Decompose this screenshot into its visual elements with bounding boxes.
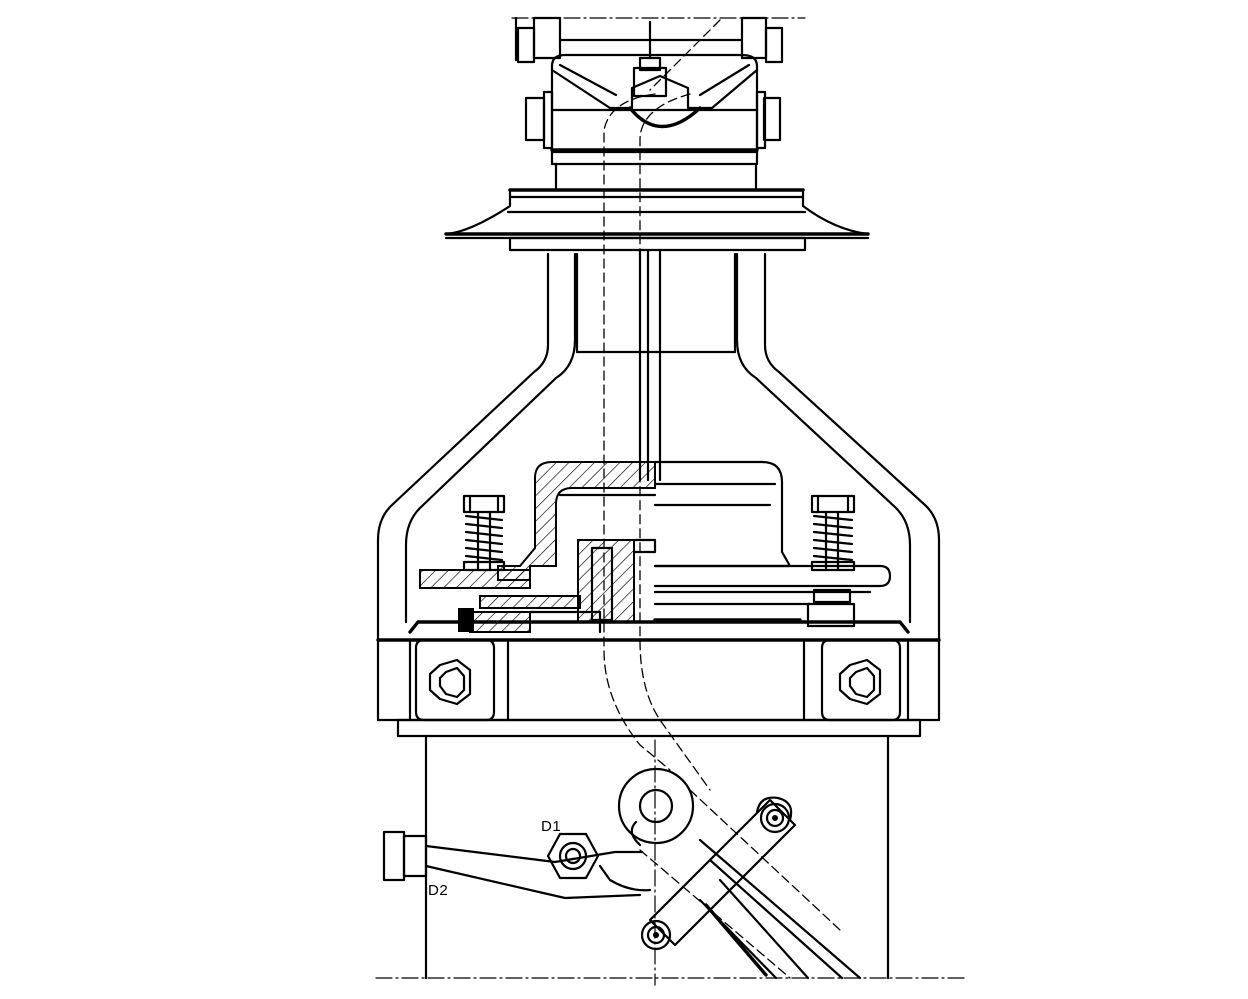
base-ring: [376, 620, 941, 738]
spring-bolt-right: [806, 494, 856, 628]
clamp-head: [511, 16, 806, 192]
flange-disc: [444, 188, 870, 252]
spring-bolt-left: [462, 494, 506, 572]
lower-housing: [375, 734, 967, 980]
label-d2: D2: [428, 882, 449, 899]
label-d1: D1: [541, 818, 562, 835]
linkage: [424, 767, 862, 980]
cable-path: [603, 93, 711, 986]
